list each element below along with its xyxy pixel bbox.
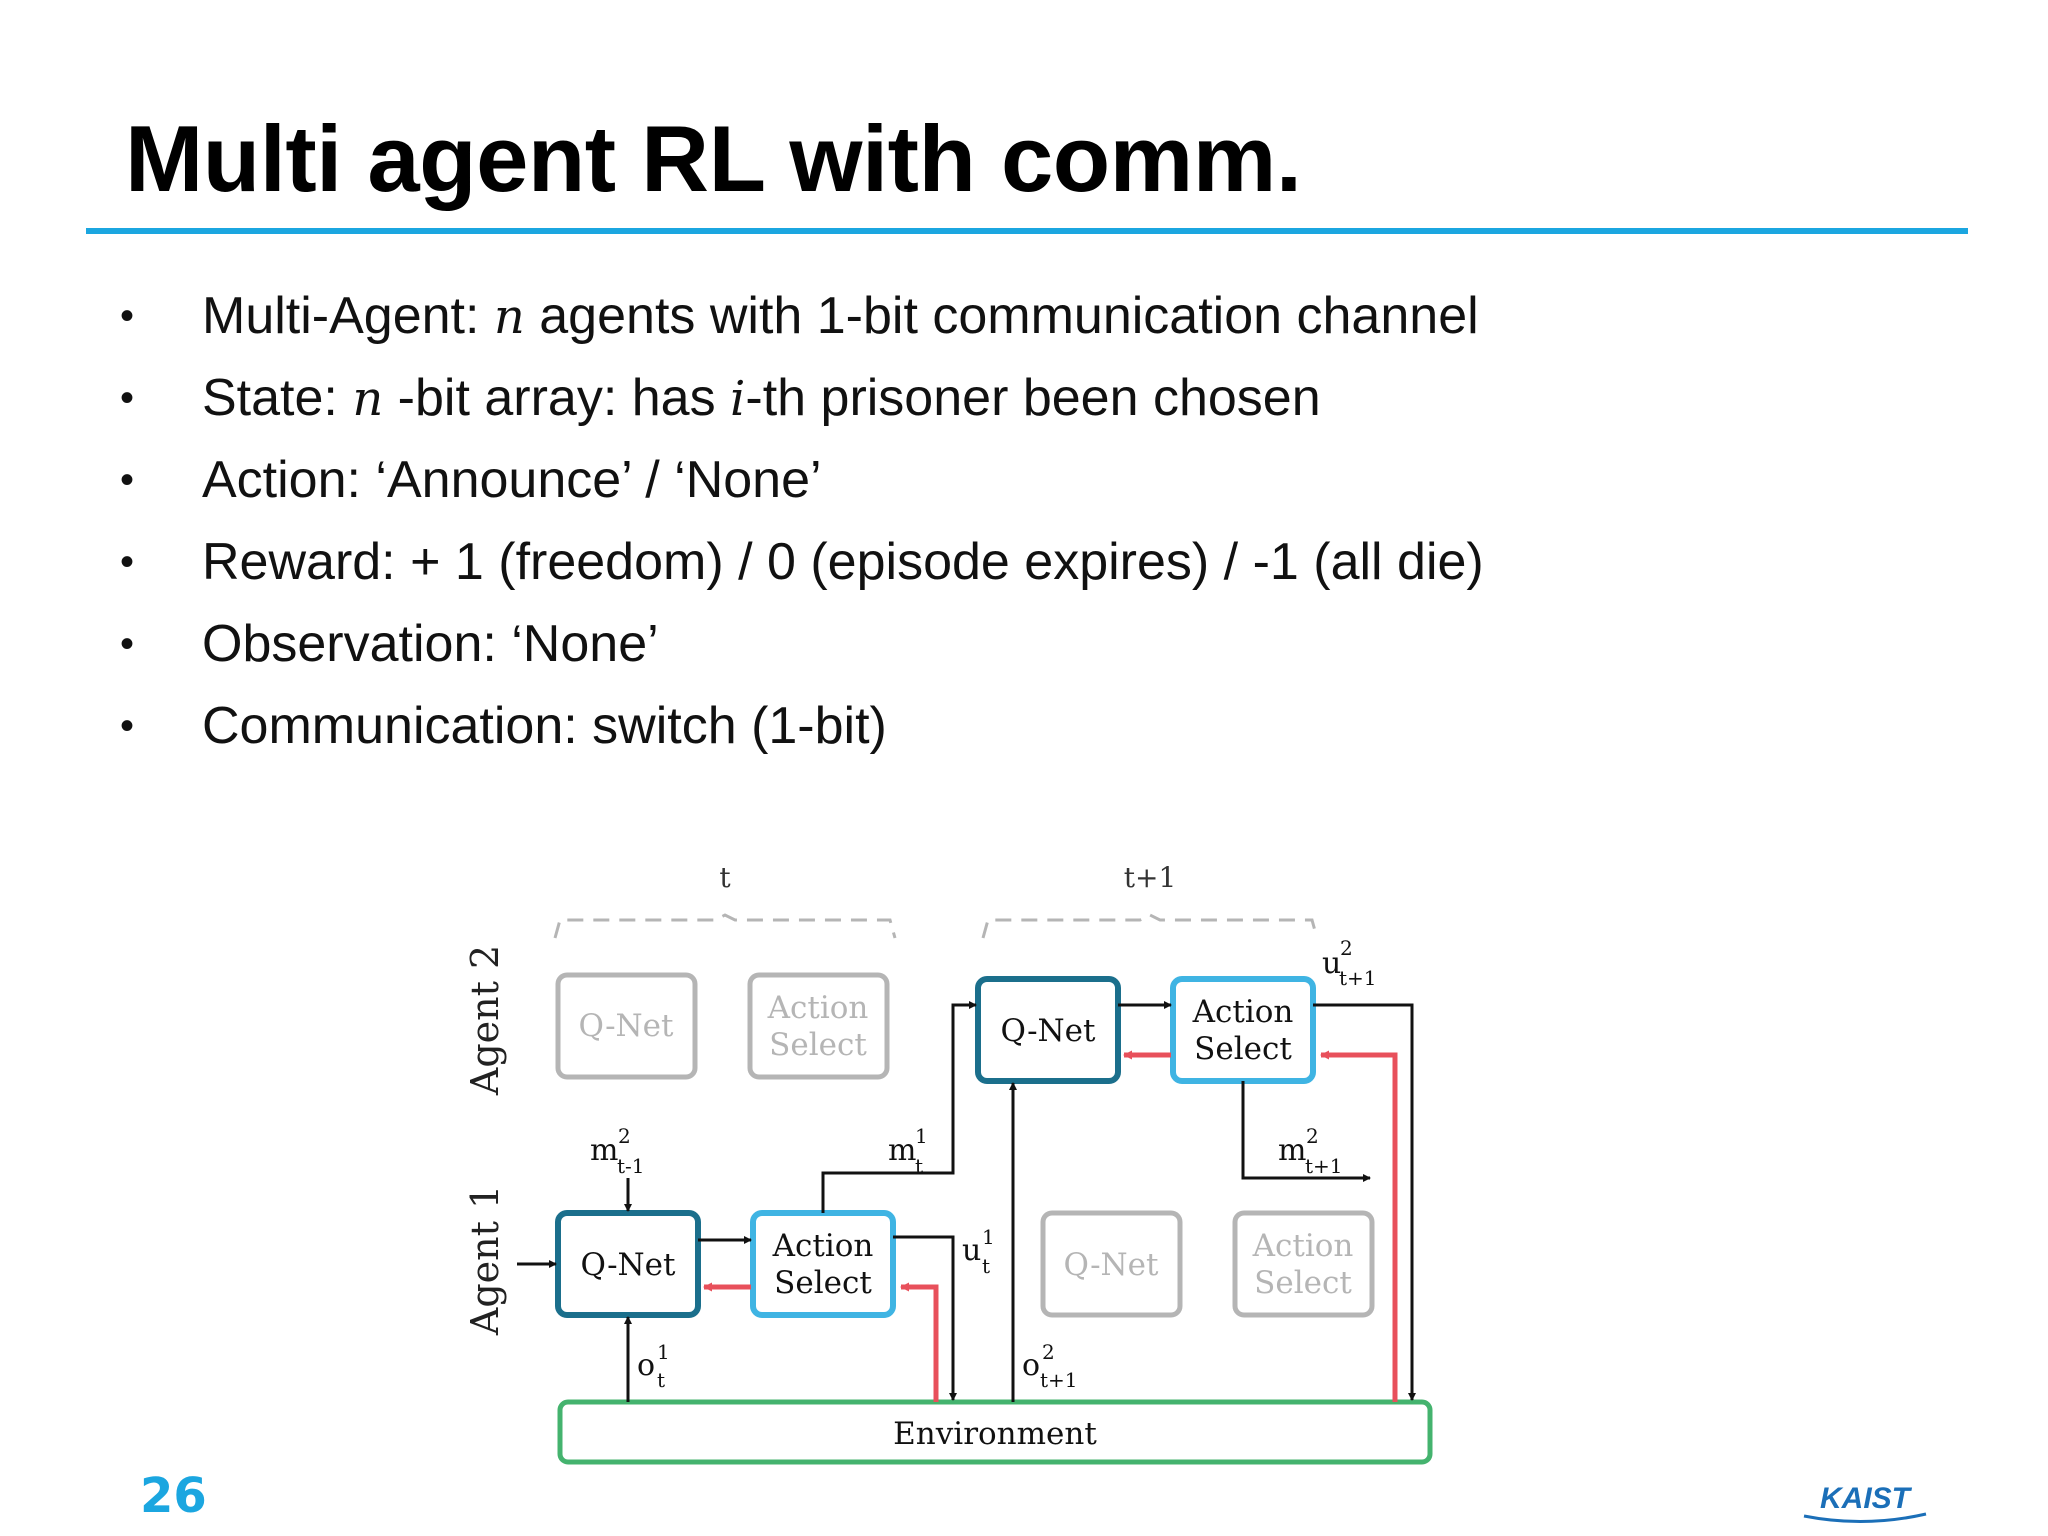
time-brace-t1 <box>981 913 1319 939</box>
qnet-node-inactive: Q-Net <box>1040 1210 1183 1318</box>
time-label-t1: t+1 <box>1124 861 1177 894</box>
action-select-node-inactive: Action Select <box>747 972 890 1080</box>
bullet-dot-icon: • <box>120 294 135 338</box>
observation-label-t: o <box>637 1348 655 1383</box>
bullet-text: State: n -bit array: has i-th prisoner b… <box>202 369 1321 427</box>
bullet-text: Observation: ‘None’ <box>202 615 659 673</box>
action-select-node-agent2: Action Select <box>1170 976 1316 1084</box>
bullet-dot-icon: • <box>120 376 135 420</box>
action-label-next: u <box>1322 946 1341 981</box>
bullet-dot-icon: • <box>120 458 135 502</box>
action-select-node-inactive: Action Select <box>1232 1210 1375 1318</box>
time-label-t: t <box>719 861 731 894</box>
svg-text:Action: Action <box>767 990 869 1026</box>
action-select-node-agent1: Action Select <box>750 1210 896 1318</box>
bullet-dot-icon: • <box>120 540 135 584</box>
svg-text:Select: Select <box>774 1265 872 1301</box>
bullet-dot-icon: • <box>120 704 135 748</box>
agent-1-label: Agent 1 <box>463 1185 507 1336</box>
message-label-t: m <box>888 1133 916 1168</box>
svg-text:t: t <box>915 1154 923 1178</box>
bullet-text: Multi-Agent: n agents with 1-bit communi… <box>202 287 1479 345</box>
svg-text:Action: Action <box>772 1228 874 1264</box>
svg-text:Q-Net: Q-Net <box>1001 1013 1096 1049</box>
svg-text:Action: Action <box>1252 1228 1354 1264</box>
svg-text:t+1: t+1 <box>1040 1368 1078 1392</box>
svg-text:t+1: t+1 <box>1339 966 1377 990</box>
svg-text:Q-Net: Q-Net <box>1064 1247 1159 1283</box>
svg-text:Select: Select <box>1194 1031 1292 1067</box>
qnet-node-inactive: Q-Net <box>555 972 698 1080</box>
bullet-text: Communication: switch (1-bit) <box>202 697 887 755</box>
svg-text:Q-Net: Q-Net <box>581 1247 676 1283</box>
qnet-node-agent2: Q-Net <box>975 976 1121 1084</box>
svg-text:t: t <box>982 1254 990 1278</box>
action-label-t: u <box>962 1233 981 1268</box>
svg-text:t+1: t+1 <box>1305 1154 1343 1178</box>
svg-text:2: 2 <box>1306 1124 1319 1148</box>
environment-node: Environment <box>557 1399 1433 1465</box>
agent-2-label: Agent 2 <box>463 945 507 1096</box>
svg-text:Select: Select <box>1254 1265 1352 1301</box>
qnet-node-agent1: Q-Net <box>555 1210 701 1318</box>
observation-label-next: o <box>1022 1348 1040 1383</box>
svg-text:Environment: Environment <box>893 1416 1097 1452</box>
page-number: 26 <box>140 1468 207 1524</box>
svg-text:1: 1 <box>657 1340 670 1364</box>
bullet-text: Reward: + 1 (freedom) / 0 (episode expir… <box>202 533 1484 591</box>
message-label-prev: m <box>590 1133 618 1168</box>
gradient-arrows <box>703 1050 1398 1402</box>
slide-title: Multi agent RL with comm. <box>125 106 1302 211</box>
kaist-logo: KAIST <box>1803 1482 1927 1523</box>
time-brace-t <box>553 913 897 939</box>
forward-arrows <box>517 1001 1416 1402</box>
signal-labels: m 2 t-1 m 1 t m 2 t+1 u 1 t u 2 t+1 o 1 … <box>590 936 1377 1392</box>
svg-text:2: 2 <box>1042 1340 1055 1364</box>
bullet-dot-icon: • <box>120 622 135 666</box>
svg-text:2: 2 <box>1340 936 1353 960</box>
title-divider <box>86 228 1968 234</box>
svg-text:Action: Action <box>1192 994 1294 1030</box>
svg-text:t: t <box>657 1368 665 1392</box>
svg-text:KAIST: KAIST <box>1820 1482 1913 1515</box>
svg-text:t-1: t-1 <box>617 1154 645 1178</box>
svg-text:2: 2 <box>618 1124 631 1148</box>
svg-text:Select: Select <box>769 1027 867 1063</box>
svg-text:1: 1 <box>982 1225 995 1249</box>
svg-text:Q-Net: Q-Net <box>579 1008 674 1044</box>
bullet-text: Action: ‘Announce’ / ‘None’ <box>202 451 822 509</box>
svg-text:1: 1 <box>915 1124 928 1148</box>
message-label-next: m <box>1278 1133 1306 1168</box>
rial-architecture-diagram: t t+1 Agent 2 Agent 1 Q-Net Action Selec… <box>463 861 1433 1465</box>
